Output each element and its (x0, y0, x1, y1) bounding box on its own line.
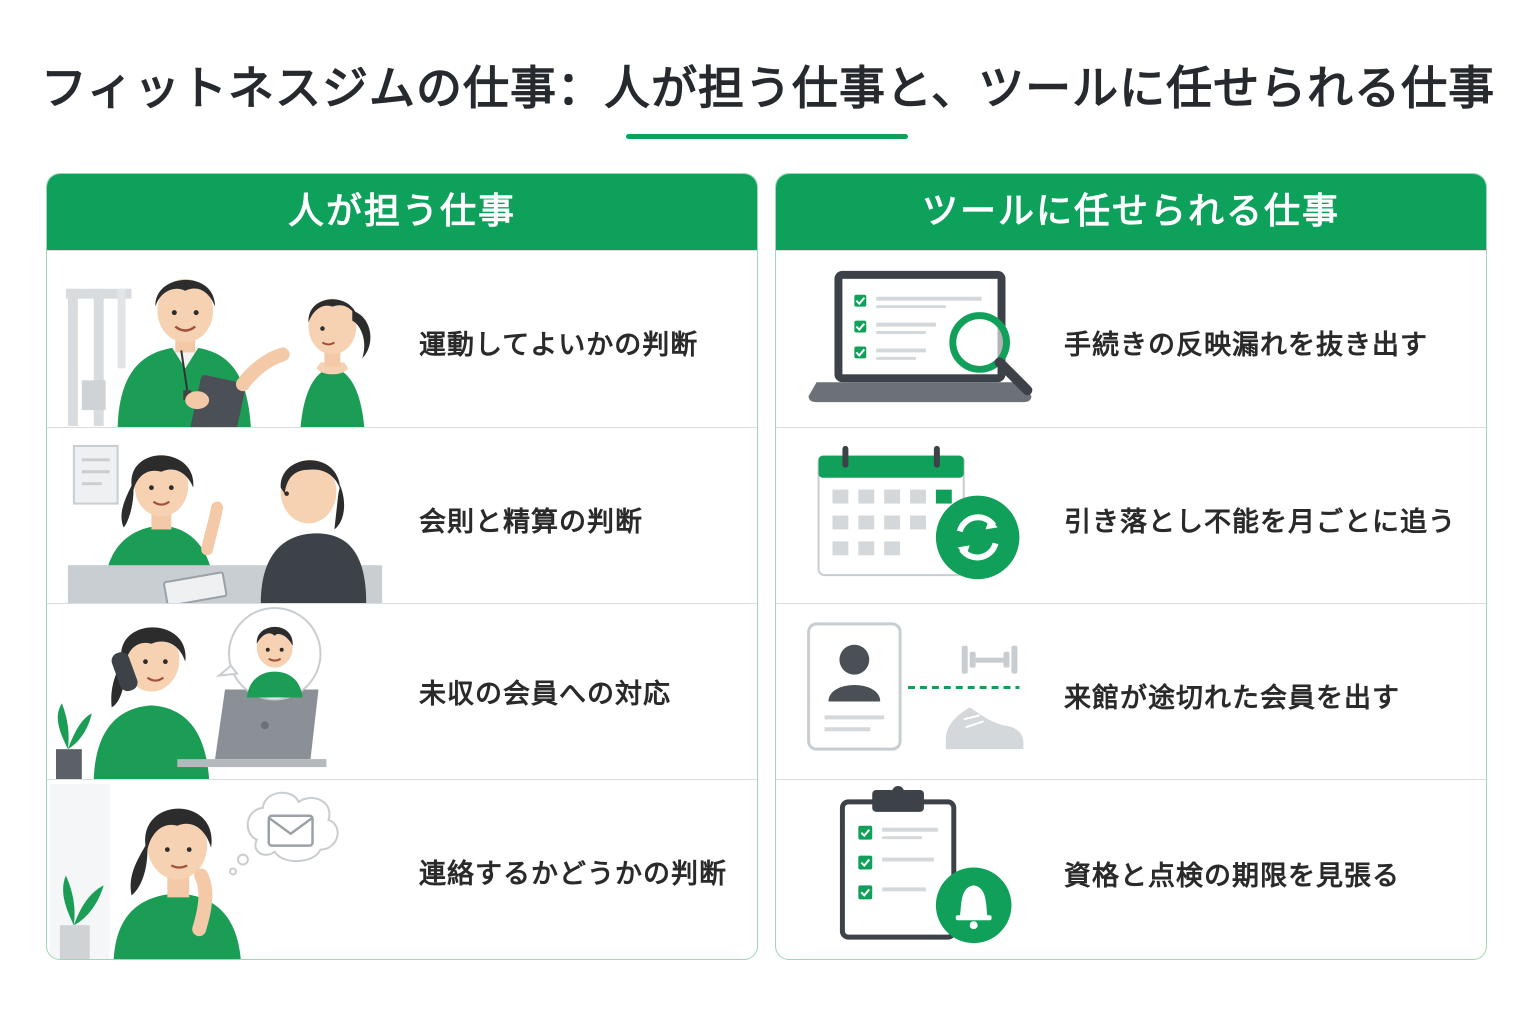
tool-task-label: 手続きの反映漏れを抜き出す (1064, 330, 1428, 361)
tool-tasks-header: ツールに任せられる仕事 (776, 174, 1486, 250)
laptop-checklist-search-icon (808, 270, 1033, 403)
human-task-row: 会則と精算の判断 (47, 427, 757, 603)
tool-task-row: 引き落とし不能を月ごとに追う (776, 427, 1486, 603)
member-card-attendance-icon (807, 622, 1024, 751)
human-task-row: 未収の会員への対応 (47, 603, 757, 779)
human-task-label: 連絡するかどうかの判断 (419, 859, 727, 890)
calendar-recurring-icon (817, 445, 1020, 580)
human-tasks-panel: 人が担う仕事 (46, 173, 758, 960)
human-tasks-header: 人が担う仕事 (47, 174, 757, 250)
staff-thinking-about-message-illustration (49, 783, 339, 959)
tool-task-label: 引き落とし不能を月ごとに追う (1064, 507, 1456, 538)
human-task-label: 会則と精算の判断 (419, 507, 643, 538)
tool-task-label: 来館が途切れた会員を出す (1064, 683, 1400, 714)
clipboard-alarm-icon (839, 785, 1012, 944)
front-desk-staff-explaining-illustration (67, 444, 383, 603)
staff-on-phone-with-member-illustration (55, 606, 327, 779)
tool-task-row: 来館が途切れた会員を出す (776, 603, 1486, 779)
tool-task-row: 資格と点検の期限を見張る (776, 779, 1486, 959)
tool-task-row: 手続きの反映漏れを抜き出す (776, 250, 1486, 427)
human-task-row: 運動してよいかの判断 (47, 250, 757, 427)
title-underline (626, 134, 908, 139)
trainer-consulting-member-illustration (65, 278, 371, 427)
page-title: フィットネスジムの仕事：人が担う仕事と、ツールに任せられる仕事 (40, 61, 1496, 115)
human-task-label: 運動してよいかの判断 (419, 330, 699, 361)
human-task-row: 連絡するかどうかの判断 (47, 779, 757, 959)
tool-tasks-panel: ツールに任せられる仕事 手続きの反映漏れを抜き出す (775, 173, 1487, 960)
human-task-label: 未収の会員への対応 (419, 679, 671, 710)
tool-task-label: 資格と点検の期限を見張る (1064, 861, 1400, 892)
